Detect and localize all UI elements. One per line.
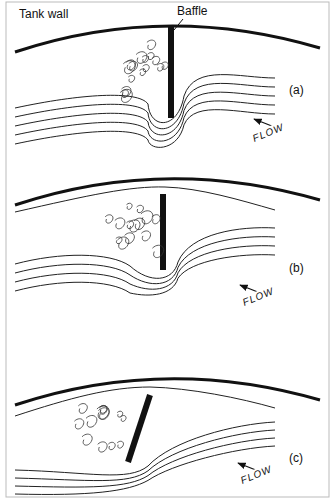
eddy: [116, 237, 122, 244]
streamline: [15, 83, 275, 128]
streamline: [15, 246, 275, 290]
eddy: [115, 218, 125, 229]
eddy: [98, 442, 107, 452]
streamline: [15, 101, 275, 141]
eddy: [127, 221, 134, 229]
leader-line: [174, 19, 183, 30]
eddy: [74, 419, 83, 429]
panel-letter: (b): [288, 262, 305, 275]
eddy: [99, 406, 107, 414]
eddy: [78, 404, 87, 414]
eddy: [140, 69, 146, 76]
panel-letter: (c): [288, 452, 304, 465]
eddy: [97, 406, 109, 419]
streamlines: [15, 422, 275, 494]
eddy: [161, 62, 168, 69]
streamline: [15, 422, 275, 475]
wall-label: Tank wall: [18, 8, 69, 21]
eddy: [137, 205, 144, 212]
streamlines: [15, 75, 275, 148]
streamline: [15, 187, 275, 212]
tank-wall: [15, 26, 320, 52]
flow-label: FLOW: [238, 463, 274, 486]
streamline: [15, 237, 275, 284]
baffle-label: Baffle: [176, 5, 208, 18]
streamlines: [15, 228, 275, 295]
eddy: [141, 211, 153, 224]
streamline: [15, 430, 275, 481]
streamline: [15, 255, 275, 295]
panel-b: [15, 179, 320, 295]
baffle: [160, 194, 166, 270]
eddy: [157, 64, 164, 72]
tank-wall: [15, 179, 320, 205]
eddies: [105, 203, 164, 257]
panel-letter: (a): [288, 84, 305, 97]
panel-c: [15, 379, 320, 495]
eddy: [120, 89, 132, 102]
eddy: [136, 52, 147, 64]
eddies: [74, 404, 126, 452]
streamline: [15, 75, 275, 123]
streamline: [15, 438, 275, 487]
streamline: [15, 446, 275, 494]
eddy: [123, 61, 135, 74]
frame: [6, 2, 329, 497]
eddy: [86, 415, 97, 427]
eddy: [126, 60, 135, 70]
eddy: [122, 90, 129, 98]
eddy: [143, 65, 150, 72]
eddy: [82, 434, 92, 445]
panel-a: [15, 26, 320, 147]
streamline: [15, 228, 275, 279]
eddy: [152, 245, 163, 257]
eddy: [117, 411, 123, 417]
eddy: [100, 405, 107, 413]
tank-wall: [15, 379, 320, 405]
eddy: [129, 220, 140, 232]
eddy: [141, 231, 150, 241]
eddy: [98, 408, 109, 420]
flow-label: FLOW: [240, 285, 276, 308]
eddies: [120, 40, 168, 102]
eddy: [122, 87, 131, 97]
eddy: [117, 441, 123, 448]
baffle: [128, 395, 150, 462]
eddy: [147, 40, 156, 50]
baffle: [168, 26, 174, 118]
eddy: [152, 56, 160, 64]
eddy: [105, 215, 113, 223]
eddy: [128, 75, 134, 82]
streamline: [15, 110, 275, 148]
streamline: [15, 387, 275, 416]
eddy: [127, 203, 133, 209]
eddy: [125, 233, 135, 244]
eddy: [108, 442, 115, 449]
eddy: [118, 237, 129, 249]
eddy: [142, 56, 148, 63]
